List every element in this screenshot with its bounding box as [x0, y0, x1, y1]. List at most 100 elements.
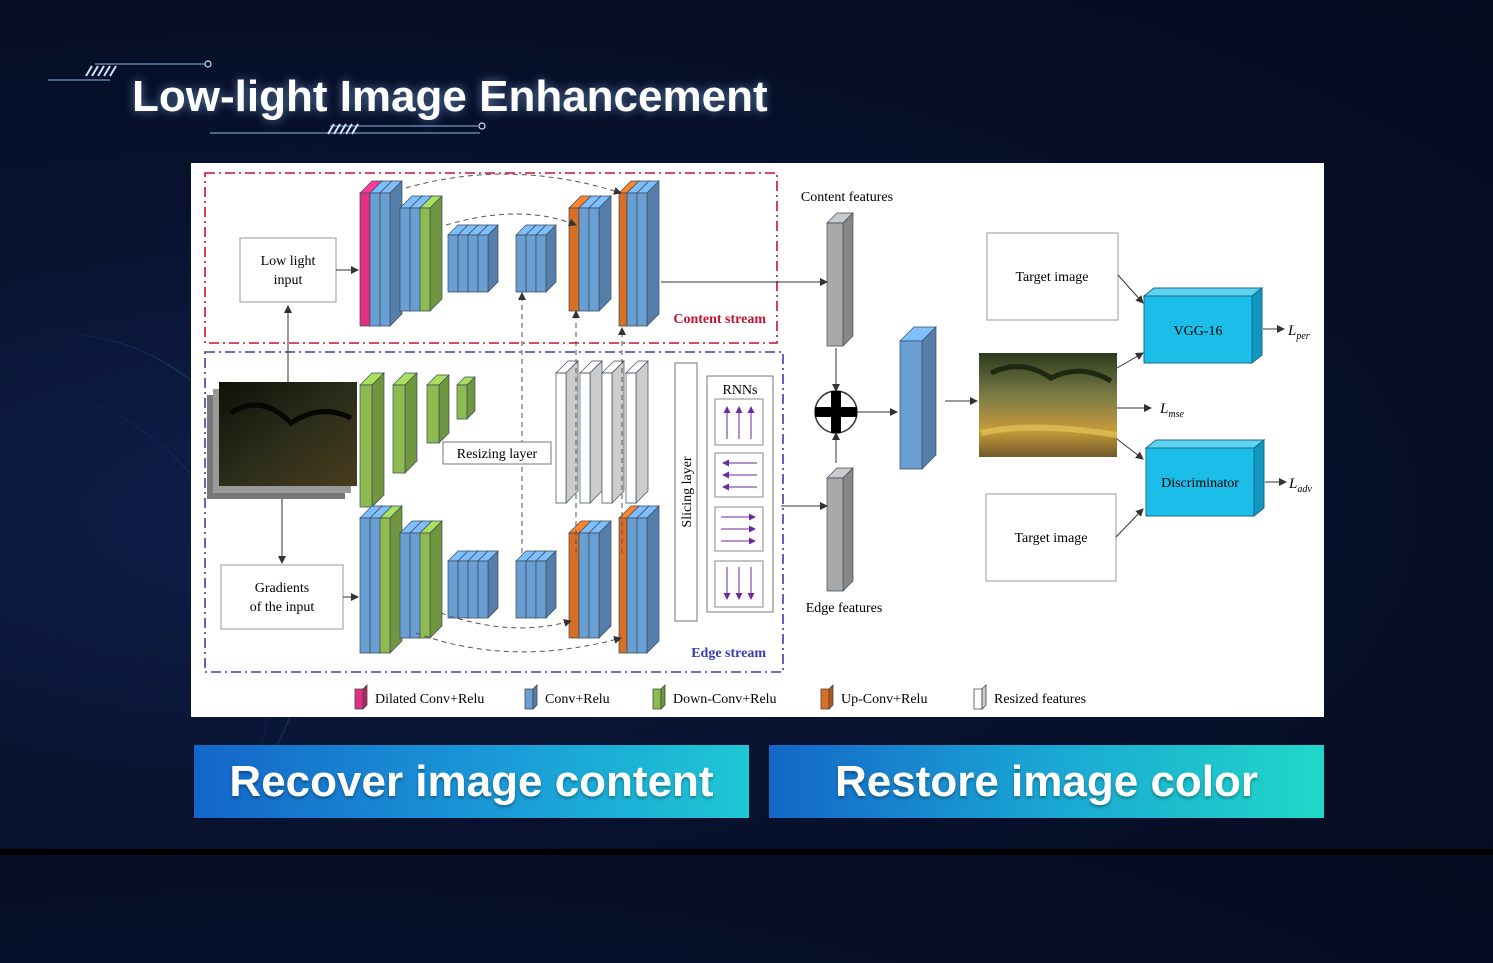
layer-face: [601, 372, 613, 504]
loss-per-label: Lper: [1287, 323, 1310, 342]
layer-face: [447, 234, 459, 293]
layer-face: [429, 195, 443, 312]
gradients-input-label: Gradients: [255, 581, 309, 596]
low-light-input-label: Low light: [261, 254, 316, 269]
low-light-image: [219, 382, 357, 486]
layer-face: [525, 560, 537, 619]
target-image-bottom: [985, 493, 1117, 582]
legend-label: Down-Conv+Relu: [673, 692, 777, 707]
layer-face: [438, 374, 450, 444]
legend-swatch: [354, 688, 364, 710]
layer-face: [404, 372, 418, 474]
layer-face: [457, 560, 469, 619]
content-stream-label: Content stream: [673, 312, 766, 327]
slicing-layer-label: Slicing layer: [680, 456, 695, 527]
layer-face: [419, 207, 431, 312]
legend-swatch: [981, 684, 987, 710]
arrow: [1116, 438, 1144, 460]
skip-connection: [445, 213, 577, 227]
layer-face: [646, 505, 660, 654]
legend-swatch: [828, 684, 834, 710]
target-image-top: [986, 232, 1119, 321]
layer-face: [369, 517, 381, 654]
content-stream-border: [204, 172, 778, 344]
layer-face: [598, 520, 612, 639]
legend-item: Down-Conv+Relu: [652, 684, 777, 710]
legend-item: Conv+Relu: [524, 684, 610, 710]
layer-face: [429, 520, 443, 639]
layer-face: [457, 234, 469, 293]
legend-label: Up-Conv+Relu: [841, 692, 927, 707]
layer-face: [545, 550, 557, 619]
layer-face: [826, 477, 844, 592]
bottom-bar: [0, 849, 1493, 855]
layer-face: [399, 207, 411, 312]
layer-face: [842, 467, 854, 592]
discriminator-label: Discriminator: [1161, 476, 1239, 491]
loss-mse-label: Lmse: [1159, 401, 1184, 420]
legend-swatch: [524, 688, 534, 710]
layer-face: [588, 532, 600, 639]
layer-face: [409, 532, 421, 639]
layer-face: [359, 192, 371, 327]
layer-face: [826, 222, 844, 347]
low-light-input-label: input: [274, 273, 303, 288]
vgg16-label: VGG-16: [1174, 324, 1223, 339]
layer-face: [487, 550, 499, 619]
layer-face: [477, 234, 489, 293]
layer-face: [555, 372, 567, 504]
legend-label: Dilated Conv+Relu: [375, 692, 484, 707]
network-diagram: Low light input Gradients of the input R…: [191, 163, 1324, 717]
layer-face: [515, 560, 527, 619]
target-image-label: Target image: [1015, 270, 1088, 285]
slicing-layer: [674, 362, 698, 622]
layer-face: [409, 207, 421, 312]
legend-item: Resized features: [973, 684, 1086, 710]
layer-face: [899, 340, 923, 470]
layer-face: [369, 192, 381, 327]
legend-swatch: [820, 688, 830, 710]
layer-face: [359, 517, 371, 654]
layer-face: [626, 517, 638, 654]
layer-face: [626, 192, 638, 327]
arrow: [1115, 508, 1144, 538]
edge-stream-border: [204, 351, 784, 673]
layer-face: [419, 532, 431, 639]
layer-face: [578, 532, 590, 639]
layer-face: [467, 560, 479, 619]
layer-face: [515, 234, 527, 293]
layer-face: [589, 360, 603, 504]
layer-face: [618, 192, 628, 327]
arrow: [1116, 352, 1144, 369]
title-decoration: [48, 60, 486, 135]
layer-face: [646, 180, 660, 327]
layer-face: [456, 384, 468, 420]
skip-connection: [415, 632, 622, 653]
skip-connection: [405, 173, 622, 195]
recover-content-banner: Recover image content: [194, 745, 749, 818]
legend-label: Resized features: [994, 692, 1086, 707]
layer-face: [842, 212, 854, 347]
edge-stream-label: Edge stream: [691, 646, 766, 661]
arrow: [1117, 274, 1144, 304]
layer-face: [636, 192, 648, 327]
layer-face: [379, 192, 391, 327]
layer-face: [568, 532, 580, 639]
legend-label: Conv+Relu: [545, 692, 610, 707]
layer-face: [447, 560, 459, 619]
layer-face: [618, 517, 628, 654]
layer-face: [625, 372, 637, 504]
layer-face: [392, 384, 406, 474]
legend-swatch: [973, 688, 983, 710]
slide-title: Low-light Image Enhancement: [132, 72, 768, 121]
layer-blocks: [359, 180, 937, 654]
legend-item: Dilated Conv+Relu: [354, 684, 484, 710]
layer-face: [525, 234, 537, 293]
legend-swatch: [652, 688, 662, 710]
layer-face: [921, 326, 937, 470]
legend-swatch: [660, 684, 666, 710]
legend-item: Up-Conv+Relu: [820, 684, 927, 710]
loss-adv-label: Ladv: [1288, 476, 1312, 495]
content-features-label: Content features: [801, 190, 893, 205]
layer-face: [467, 234, 479, 293]
